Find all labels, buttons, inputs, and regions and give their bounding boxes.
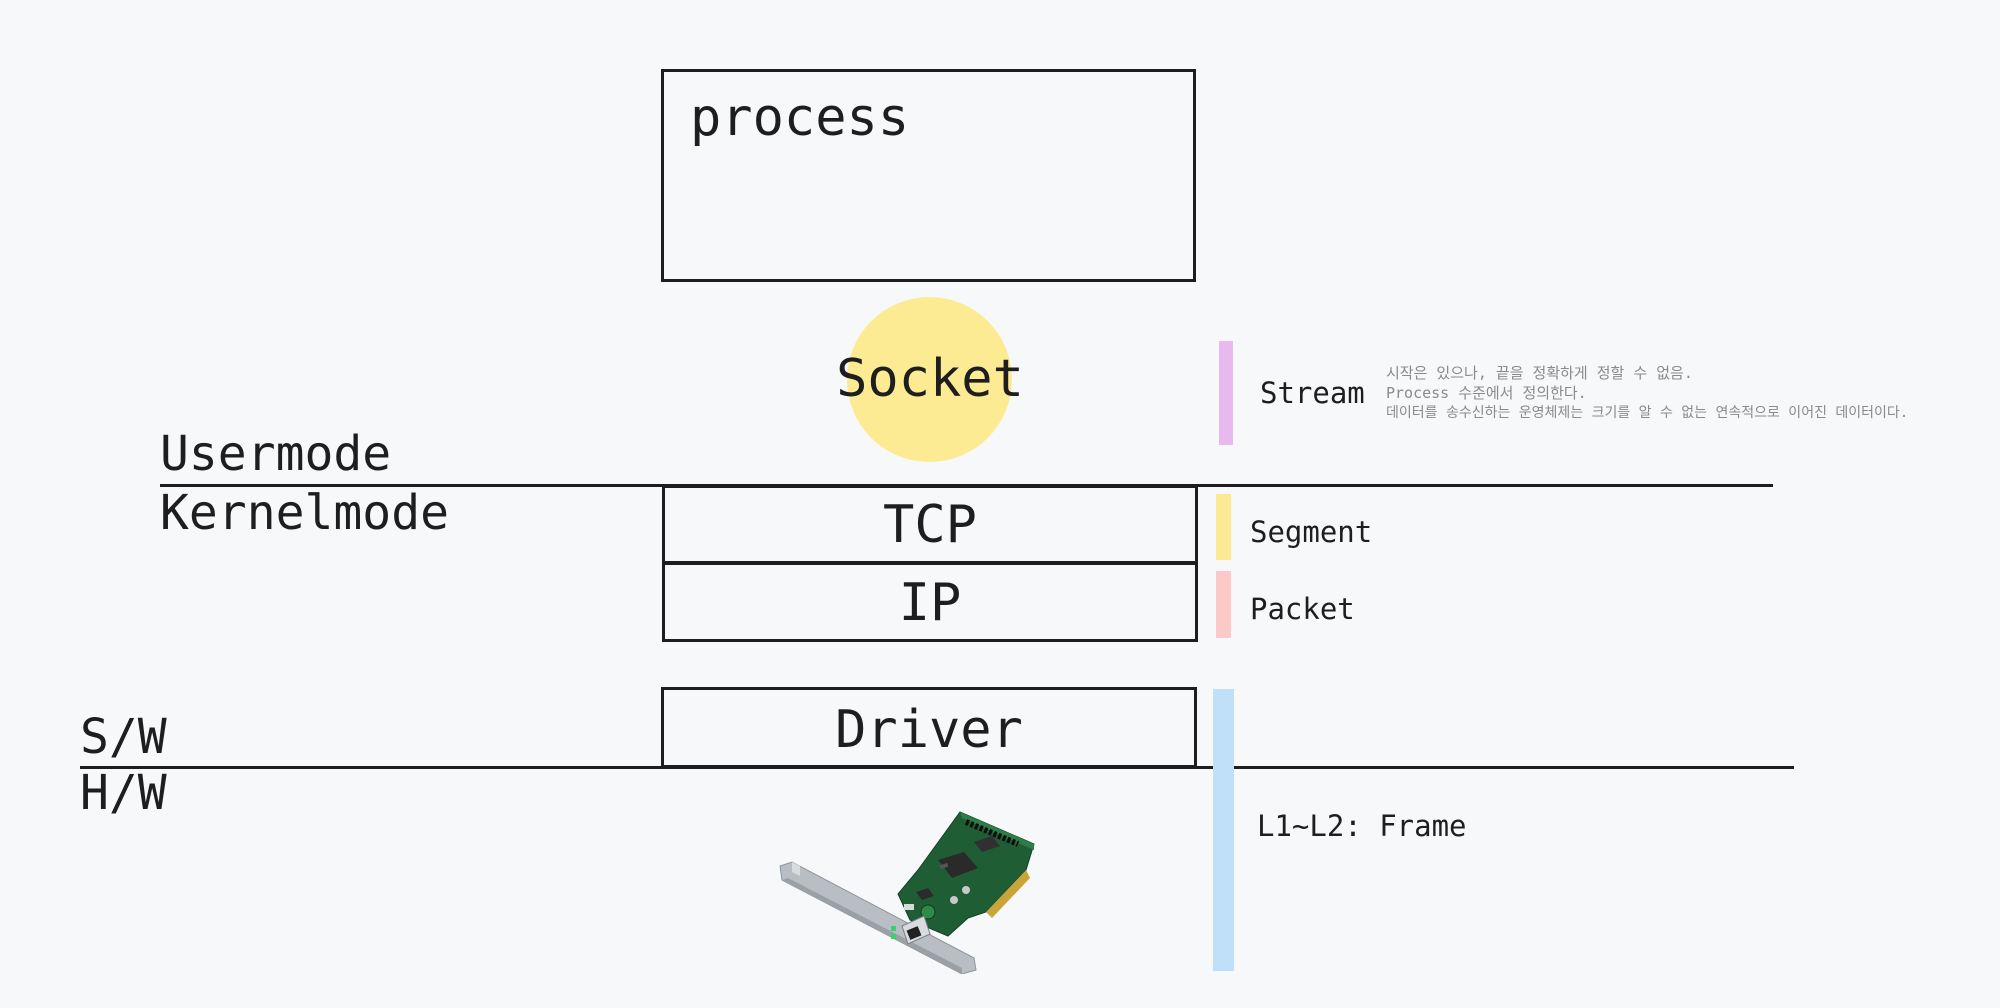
segment-label: Segment: [1250, 515, 1373, 549]
ip-label: IP: [898, 573, 962, 633]
packet-label: Packet: [1250, 592, 1355, 626]
tcp-label: TCP: [883, 495, 977, 555]
segment-bar: [1216, 494, 1231, 560]
kernelmode-label: Kernelmode: [160, 485, 449, 541]
packet-bar: [1216, 571, 1231, 638]
frame-bar: [1213, 689, 1234, 971]
stream-note-3: 데이터를 송수신하는 운영체제는 크기를 알 수 없는 연속적으로 이어진 데이…: [1386, 405, 1909, 421]
stream-bar: [1219, 341, 1233, 445]
driver-label: Driver: [835, 700, 1023, 760]
stream-note-2: Process 수준에서 정의한다.: [1386, 384, 1587, 402]
stream-note-1: 시작은 있으나, 끝을 정확하게 정할 수 없음.: [1386, 364, 1693, 382]
stream-label: Stream: [1260, 376, 1365, 410]
socket-label: Socket: [836, 349, 1024, 409]
process-box: [661, 69, 1196, 282]
sw-hw-divider: [80, 766, 1794, 769]
ip-box: [662, 562, 1198, 642]
network-card-icon: [779, 811, 1035, 974]
frame-label: L1~L2: Frame: [1257, 809, 1467, 843]
process-label: process: [690, 88, 910, 148]
hw-label: H/W: [80, 765, 167, 821]
sw-label: S/W: [80, 709, 167, 765]
usermode-label: Usermode: [160, 426, 392, 482]
socket-circle: [847, 297, 1012, 462]
